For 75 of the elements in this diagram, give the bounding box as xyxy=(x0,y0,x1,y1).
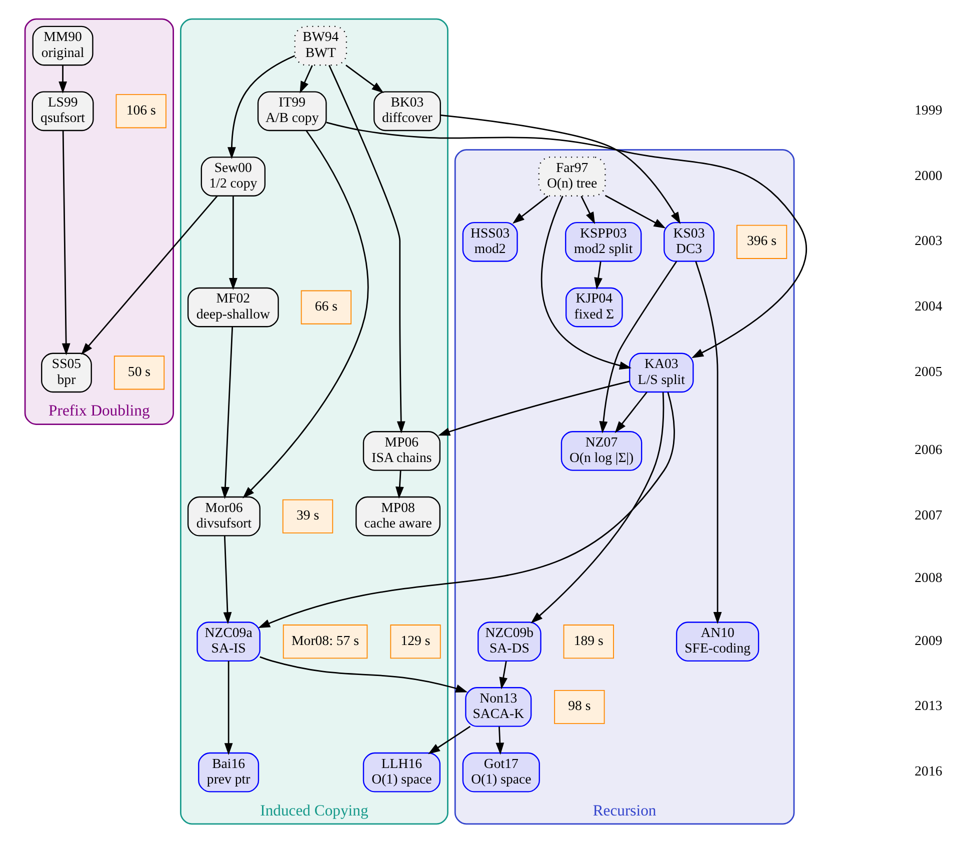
arrow xyxy=(258,392,674,628)
arrow xyxy=(594,261,602,290)
label: 2007 xyxy=(914,508,942,523)
label: 2009 xyxy=(914,632,942,648)
node-box: NZC09a SA-IS xyxy=(196,622,260,662)
arrow xyxy=(580,196,595,224)
arrow xyxy=(540,196,632,370)
node-box: Non13 SACA-K xyxy=(464,687,532,727)
label: 2016 xyxy=(914,764,942,779)
node-box: NZC09b SA-DS xyxy=(477,622,541,662)
node-box: MF02 deep-shallow xyxy=(186,287,278,328)
arrow xyxy=(242,130,368,498)
node-box: MP08 cache aware xyxy=(355,496,440,536)
node-box: MM90 original xyxy=(32,26,93,66)
arrow xyxy=(512,196,548,224)
label: 2006 xyxy=(914,442,942,458)
node-label: 66 s xyxy=(314,298,337,314)
arrow xyxy=(394,470,404,499)
arrow xyxy=(224,661,232,756)
arrow xyxy=(428,726,470,754)
arrow xyxy=(498,661,507,690)
label: 2004 xyxy=(914,298,942,314)
label: 2000 xyxy=(914,168,942,183)
node-box: IT99 A/B copy xyxy=(256,91,326,132)
node-box: NZ07 O(n log |Σ|) xyxy=(560,431,642,471)
arrow xyxy=(604,194,666,228)
label: 2013 xyxy=(914,698,942,714)
node-box: KS03 DC3 xyxy=(663,222,714,262)
arrow xyxy=(58,65,66,94)
node-box: BK03 diffcover xyxy=(372,91,440,132)
node-box: Mor06 divsufsort xyxy=(186,496,260,536)
node-label: 396 s xyxy=(746,233,776,248)
arrow xyxy=(530,392,664,624)
arrow xyxy=(227,55,295,160)
arrow xyxy=(220,326,233,499)
node-label: 106 s xyxy=(126,102,156,118)
node-label: 50 s xyxy=(127,364,150,379)
arrow xyxy=(222,536,232,624)
arrow xyxy=(440,114,680,224)
node-label: 39 s xyxy=(296,508,319,523)
label: 1999 xyxy=(914,102,942,118)
label: 2008 xyxy=(914,570,942,586)
node-box: KA03 L/S split xyxy=(628,352,694,393)
node-box: MP06 ISA chains xyxy=(362,431,440,471)
node-box: HSS03 mod2 xyxy=(462,222,518,262)
node-box: LS99 qsufsort xyxy=(31,91,94,132)
node-box: Sew00 1/2 copy xyxy=(200,156,266,196)
node-box: Got17 O(1) space xyxy=(462,752,540,792)
label: 2003 xyxy=(914,233,942,248)
node-box: Bai16 prev ptr xyxy=(198,752,259,792)
arrow xyxy=(80,196,218,355)
node-box: KJP04 fixed Σ xyxy=(564,287,622,328)
node-box: SS05 bpr xyxy=(40,352,92,393)
node-label: 129 s xyxy=(400,632,430,648)
arrow xyxy=(438,380,630,436)
node-box: AN10 SFE-coding xyxy=(675,622,759,662)
node-box: LLH16 O(1) space xyxy=(362,752,440,792)
arrow xyxy=(299,65,312,94)
node-box: Far97 O(n) tree xyxy=(538,156,606,196)
arrow xyxy=(328,64,405,434)
node-box: KSPP03 mod2 split xyxy=(564,222,642,262)
arrow xyxy=(614,392,647,434)
node-box: BW94 BWT xyxy=(294,26,347,66)
arrow xyxy=(326,122,806,358)
arrow xyxy=(495,726,504,755)
node-label: 98 s xyxy=(568,698,590,714)
node-label: Mor08: 57 s xyxy=(291,632,358,648)
arrow xyxy=(259,656,468,692)
arrow xyxy=(694,261,722,624)
arrow xyxy=(61,130,70,356)
arrow xyxy=(598,260,677,434)
arrow xyxy=(345,64,384,93)
label: 2005 xyxy=(914,364,942,379)
node-label: 189 s xyxy=(573,632,603,648)
arrow xyxy=(228,196,237,290)
